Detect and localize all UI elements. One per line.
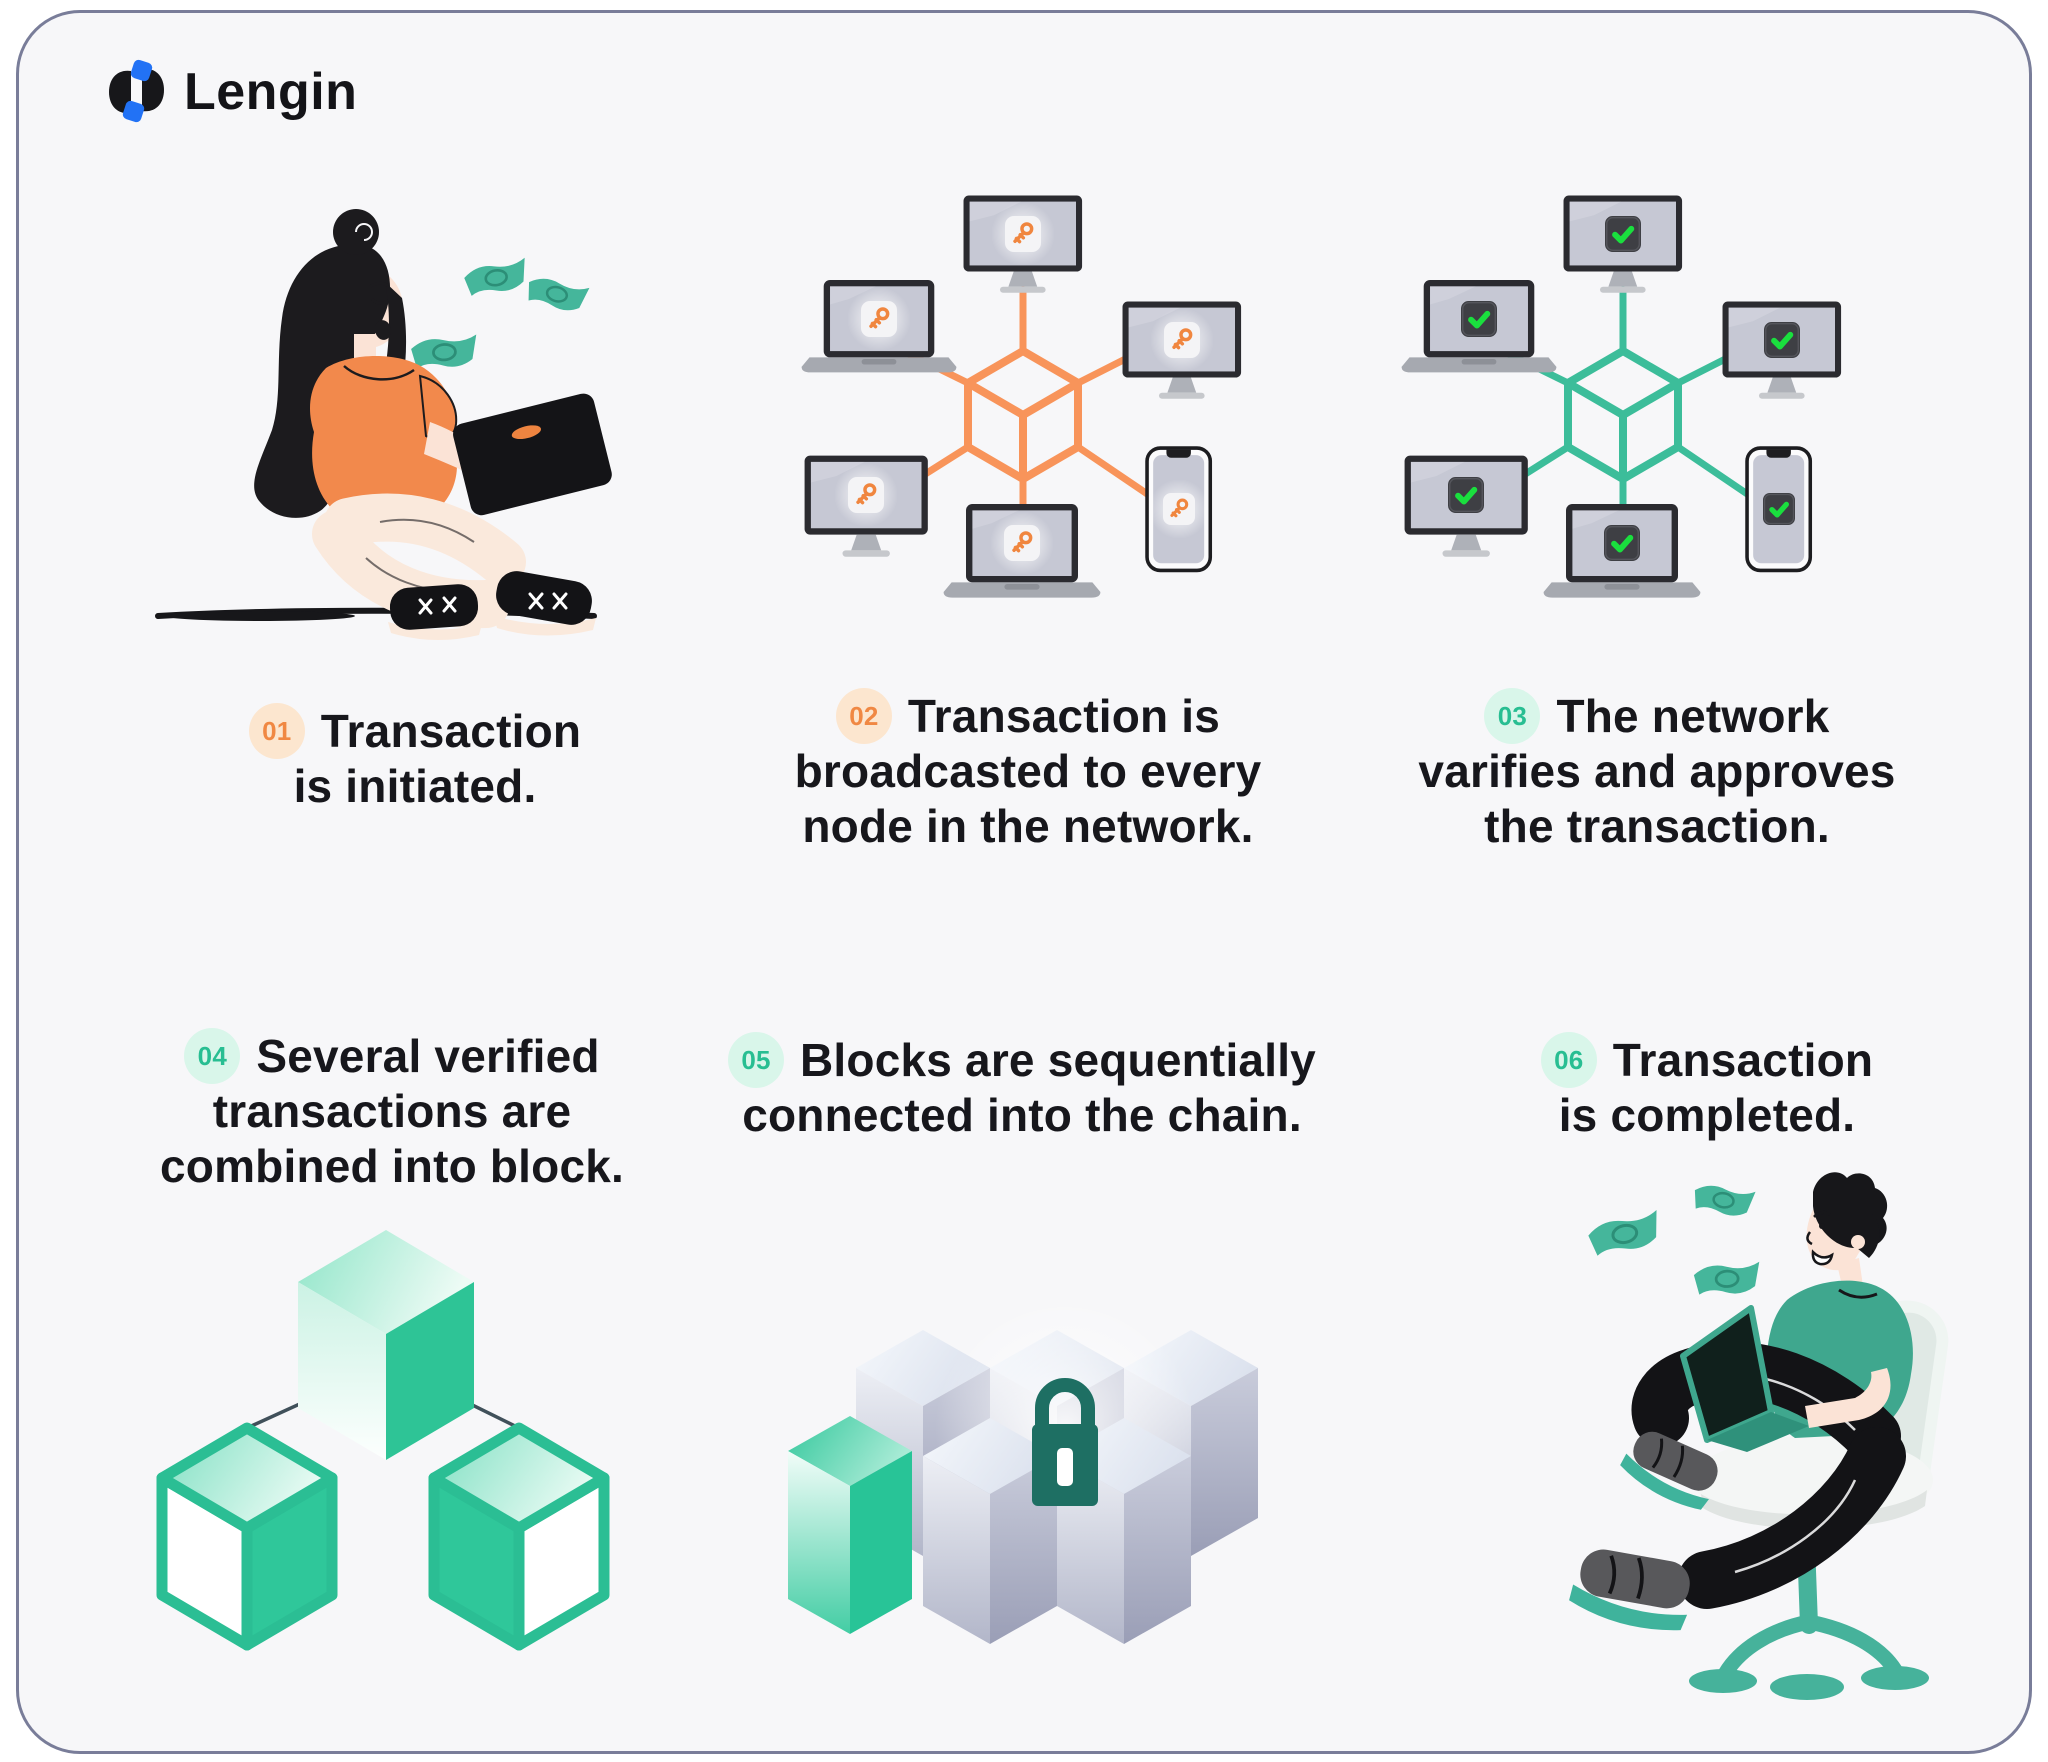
- cube-icon: [428, 1422, 610, 1651]
- step-04-badge: 04: [184, 1028, 241, 1084]
- step-06-line-2: is completed.: [1558, 1089, 1856, 1141]
- step-02-line-1: Transaction is: [907, 689, 1221, 742]
- step-04-line-3: combined into block.: [159, 1140, 625, 1192]
- sneaker-icon: [494, 571, 596, 636]
- step-01-badge: 01: [248, 703, 305, 759]
- step-06-caption: 06 Transaction is completed.: [1397, 1032, 2017, 1143]
- cube-wireframe-icon: [964, 347, 1082, 483]
- step-06-badge: 06: [1540, 1032, 1597, 1088]
- network-verify-illustration: [1390, 190, 1890, 640]
- money-bill-icon: [409, 256, 591, 372]
- step-01-line-2: is initiated.: [293, 760, 537, 812]
- step-03-line-1: The network: [1556, 689, 1830, 742]
- step-03-line-2: varifies and approves: [1418, 745, 1896, 797]
- step-04-caption: 04 Several verified transactions are com…: [82, 1028, 702, 1194]
- cube-icon: [298, 1230, 474, 1460]
- brand-name: Lengin: [184, 63, 358, 121]
- step-03-line-3: the transaction.: [1484, 800, 1830, 852]
- woman-figure: [254, 209, 612, 641]
- step-05-line-2: connected into the chain.: [742, 1089, 1302, 1141]
- step-02-caption: 02 Transaction is broadcasted to every n…: [718, 688, 1338, 854]
- step-04-line-2: transactions are: [212, 1085, 572, 1137]
- brand-logo: Lengin: [104, 58, 357, 126]
- network-broadcast-illustration: [790, 190, 1290, 640]
- man-figure: [1569, 1172, 1913, 1631]
- step-05-badge: 05: [728, 1032, 785, 1088]
- step-02-line-2: broadcasted to every: [794, 745, 1262, 797]
- step-05-caption: 05 Blocks are sequentially connected int…: [712, 1032, 1332, 1143]
- step-01-caption: 01 Transaction is initiated.: [105, 703, 725, 814]
- blocks-combine-illustration: [130, 1170, 710, 1690]
- cube-icon: [156, 1422, 338, 1651]
- brand-logo-icon: [109, 59, 164, 123]
- step-01-line-1: Transaction: [320, 704, 582, 757]
- step-03-caption: 03 The network varifies and approves the…: [1347, 688, 1967, 854]
- step-02-badge: 02: [835, 688, 892, 744]
- step-02-line-3: node in the network.: [802, 800, 1254, 852]
- laptop-icon: [453, 393, 612, 516]
- step-03-badge: 03: [1484, 688, 1541, 744]
- woman-laptop-illustration: [130, 170, 690, 650]
- lock-icon: [1032, 1378, 1098, 1506]
- cube-wireframe-icon: [1564, 347, 1682, 483]
- step-06-line-1: Transaction: [1612, 1033, 1874, 1086]
- green-cube-icon: [788, 1416, 912, 1634]
- laptop-icon: [1680, 1305, 1809, 1452]
- sneaker-icon: [1569, 1549, 1690, 1631]
- sneaker-icon: [388, 584, 482, 641]
- step-04-line-1: Several verified: [256, 1029, 600, 1082]
- chain-lock-illustration: [770, 1268, 1530, 1718]
- money-bill-icon: [1584, 1180, 1763, 1298]
- sneaker-icon: [1620, 1431, 1718, 1510]
- key-icon: [834, 202, 1214, 575]
- man-complete-illustration: [1555, 1150, 2025, 1720]
- step-05-line-1: Blocks are sequentially: [800, 1033, 1316, 1086]
